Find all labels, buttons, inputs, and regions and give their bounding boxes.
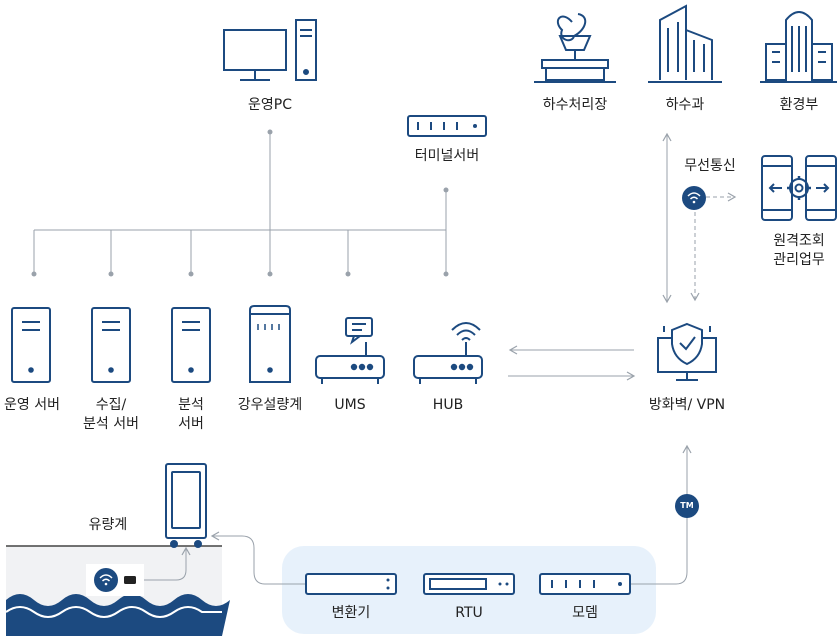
junction-dots [31,129,449,277]
server-icon [11,307,211,383]
sewage-plant-icon [534,13,616,83]
remote-work-line2: 관리업무 [773,252,825,268]
collect-server-line1: 수집/ [95,397,127,413]
firewall-label: 방화벽/ VPN [648,397,726,413]
hub-label: HUB [432,397,464,413]
sewage-dept-label: 하수과 [665,97,705,113]
building-icon [648,4,722,83]
tm-badge-label: TM [680,501,694,510]
collect-server-label: 수집/ 분석 서버 [70,396,152,434]
wireless-label: 무선통신 [684,158,736,174]
flowmeter-icon [165,463,207,548]
terminal-server-label: 터미널서버 [414,148,480,164]
sensor-icon [86,564,144,596]
rain-gauge-label: 강우설량계 [237,397,303,413]
wifi-icon [682,186,706,210]
rtu-icon [423,573,515,595]
ums-router-icon [315,317,385,384]
ops-pc-label: 운영PC [248,97,292,113]
collect-server-line2: 분석 서버 [83,416,139,432]
hub-router-icon [413,322,483,384]
government-building-icon [760,11,837,83]
remote-work-line1: 원격조회 [773,233,825,249]
monitor-icon [223,29,287,81]
flowmeter-label: 유량계 [88,517,128,533]
analysis-server-line2: 서버 [178,416,204,432]
tm-badge [675,494,699,518]
environment-ministry-label: 환경부 [779,97,819,113]
converter-label: 변환기 [331,605,371,621]
ums-label: UMS [334,397,366,413]
firewall-shield-icon [657,322,717,381]
rtu-label: RTU [455,605,483,621]
connection-lines [33,130,737,585]
analysis-server-label: 분석 서버 [160,396,222,434]
ops-server-label: 운영 서버 [4,397,60,413]
pc-tower-icon [295,19,317,81]
terminal-server-icon [407,115,487,137]
tablet-gear-icon [761,155,837,221]
rain-gauge-icon [249,305,291,383]
remote-work-label: 원격조회 관리업무 [760,232,837,270]
sewage-plant-label: 하수처리장 [542,97,608,113]
converter-icon [305,573,397,595]
modem-label: 모뎀 [572,605,598,621]
analysis-server-line1: 분석 [178,397,204,413]
modem-icon [539,573,631,595]
